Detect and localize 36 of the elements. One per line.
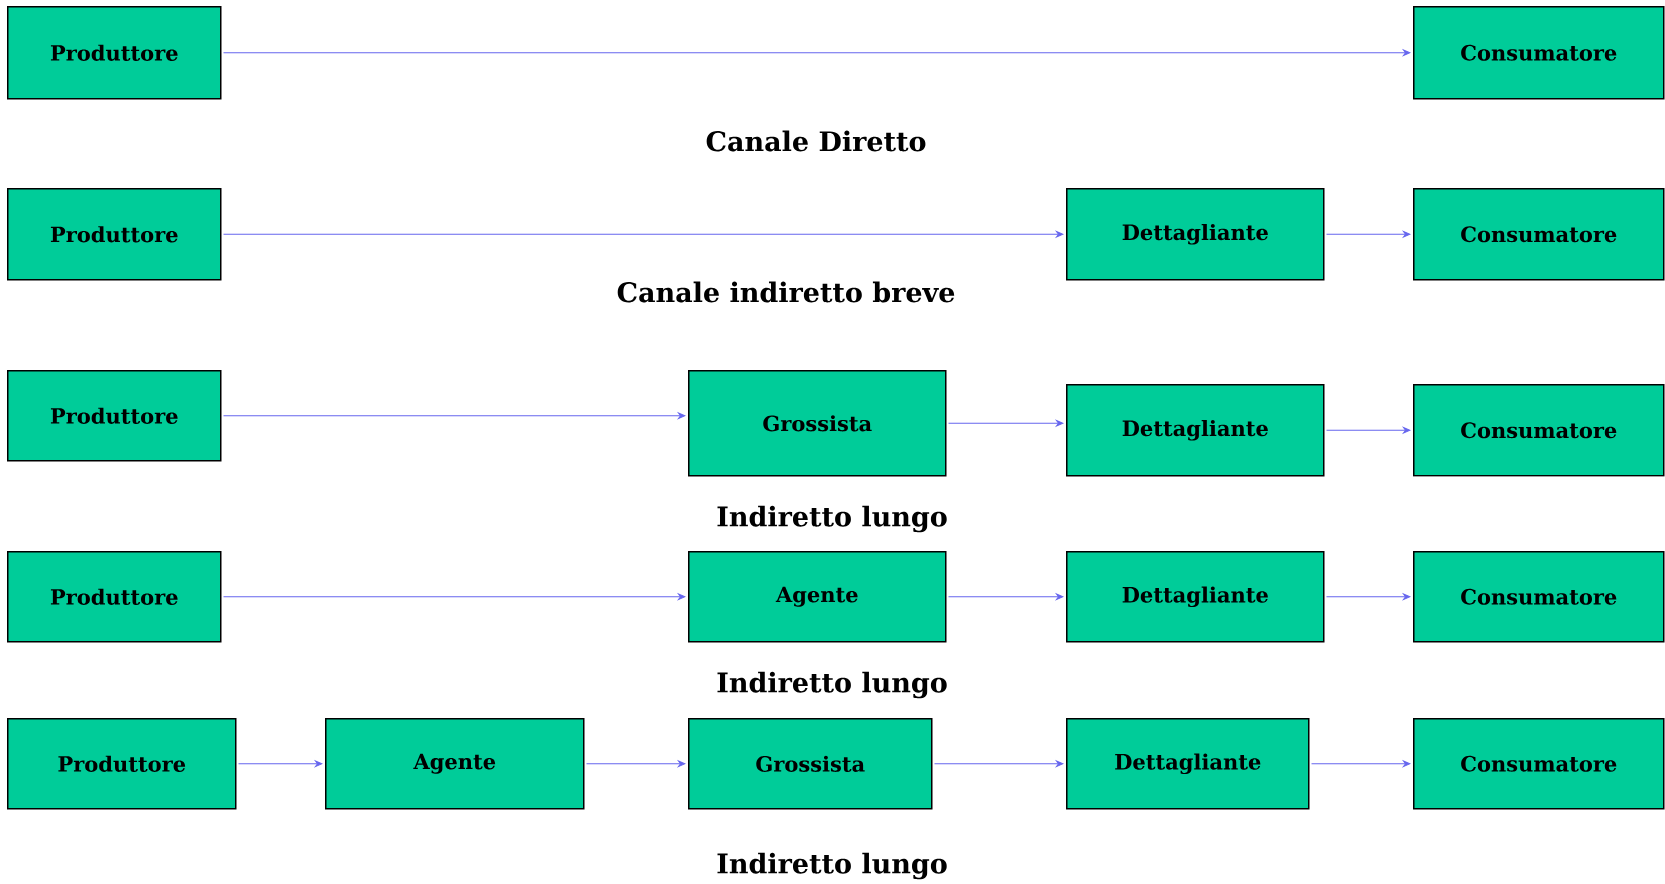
connector [223,49,1411,57]
connector [223,230,1064,238]
process-box: Dettagliante [1066,718,1310,810]
connector [934,760,1064,768]
connector [238,760,323,768]
channel-title: Indiretto lungo [717,852,947,880]
process-box: Produttore [7,718,237,810]
channel-title: Canale indiretto breve [617,281,955,303]
connector [1326,230,1411,238]
channel-title: Indiretto lungo [717,671,947,699]
process-box: Consumatore [1413,384,1665,477]
connector [1326,593,1411,601]
process-box: Dettagliante [1066,551,1325,643]
process-box: Consumatore [1413,718,1665,810]
process-box: Dettagliante [1066,384,1325,477]
process-box: Dettagliante [1066,188,1325,281]
connector [223,593,686,601]
process-box: Produttore [7,370,222,462]
process-box: Produttore [7,551,222,643]
process-box: Produttore [7,188,222,281]
process-box: Consumatore [1413,6,1665,100]
connector [586,760,686,768]
connector [1326,426,1411,434]
connector [948,593,1064,601]
connector [948,419,1064,427]
channel-title: Canale Diretto [706,130,926,152]
connector [1311,760,1411,768]
process-box: Produttore [7,6,222,100]
process-box: Consumatore [1413,551,1665,643]
channel-title: Indiretto lungo [717,505,947,533]
process-box: Consumatore [1413,188,1665,281]
process-box: Grossista [688,370,947,477]
connector [223,412,686,420]
process-box: Agente [325,718,585,810]
process-box: Grossista [688,718,933,810]
process-box: Agente [688,551,947,643]
